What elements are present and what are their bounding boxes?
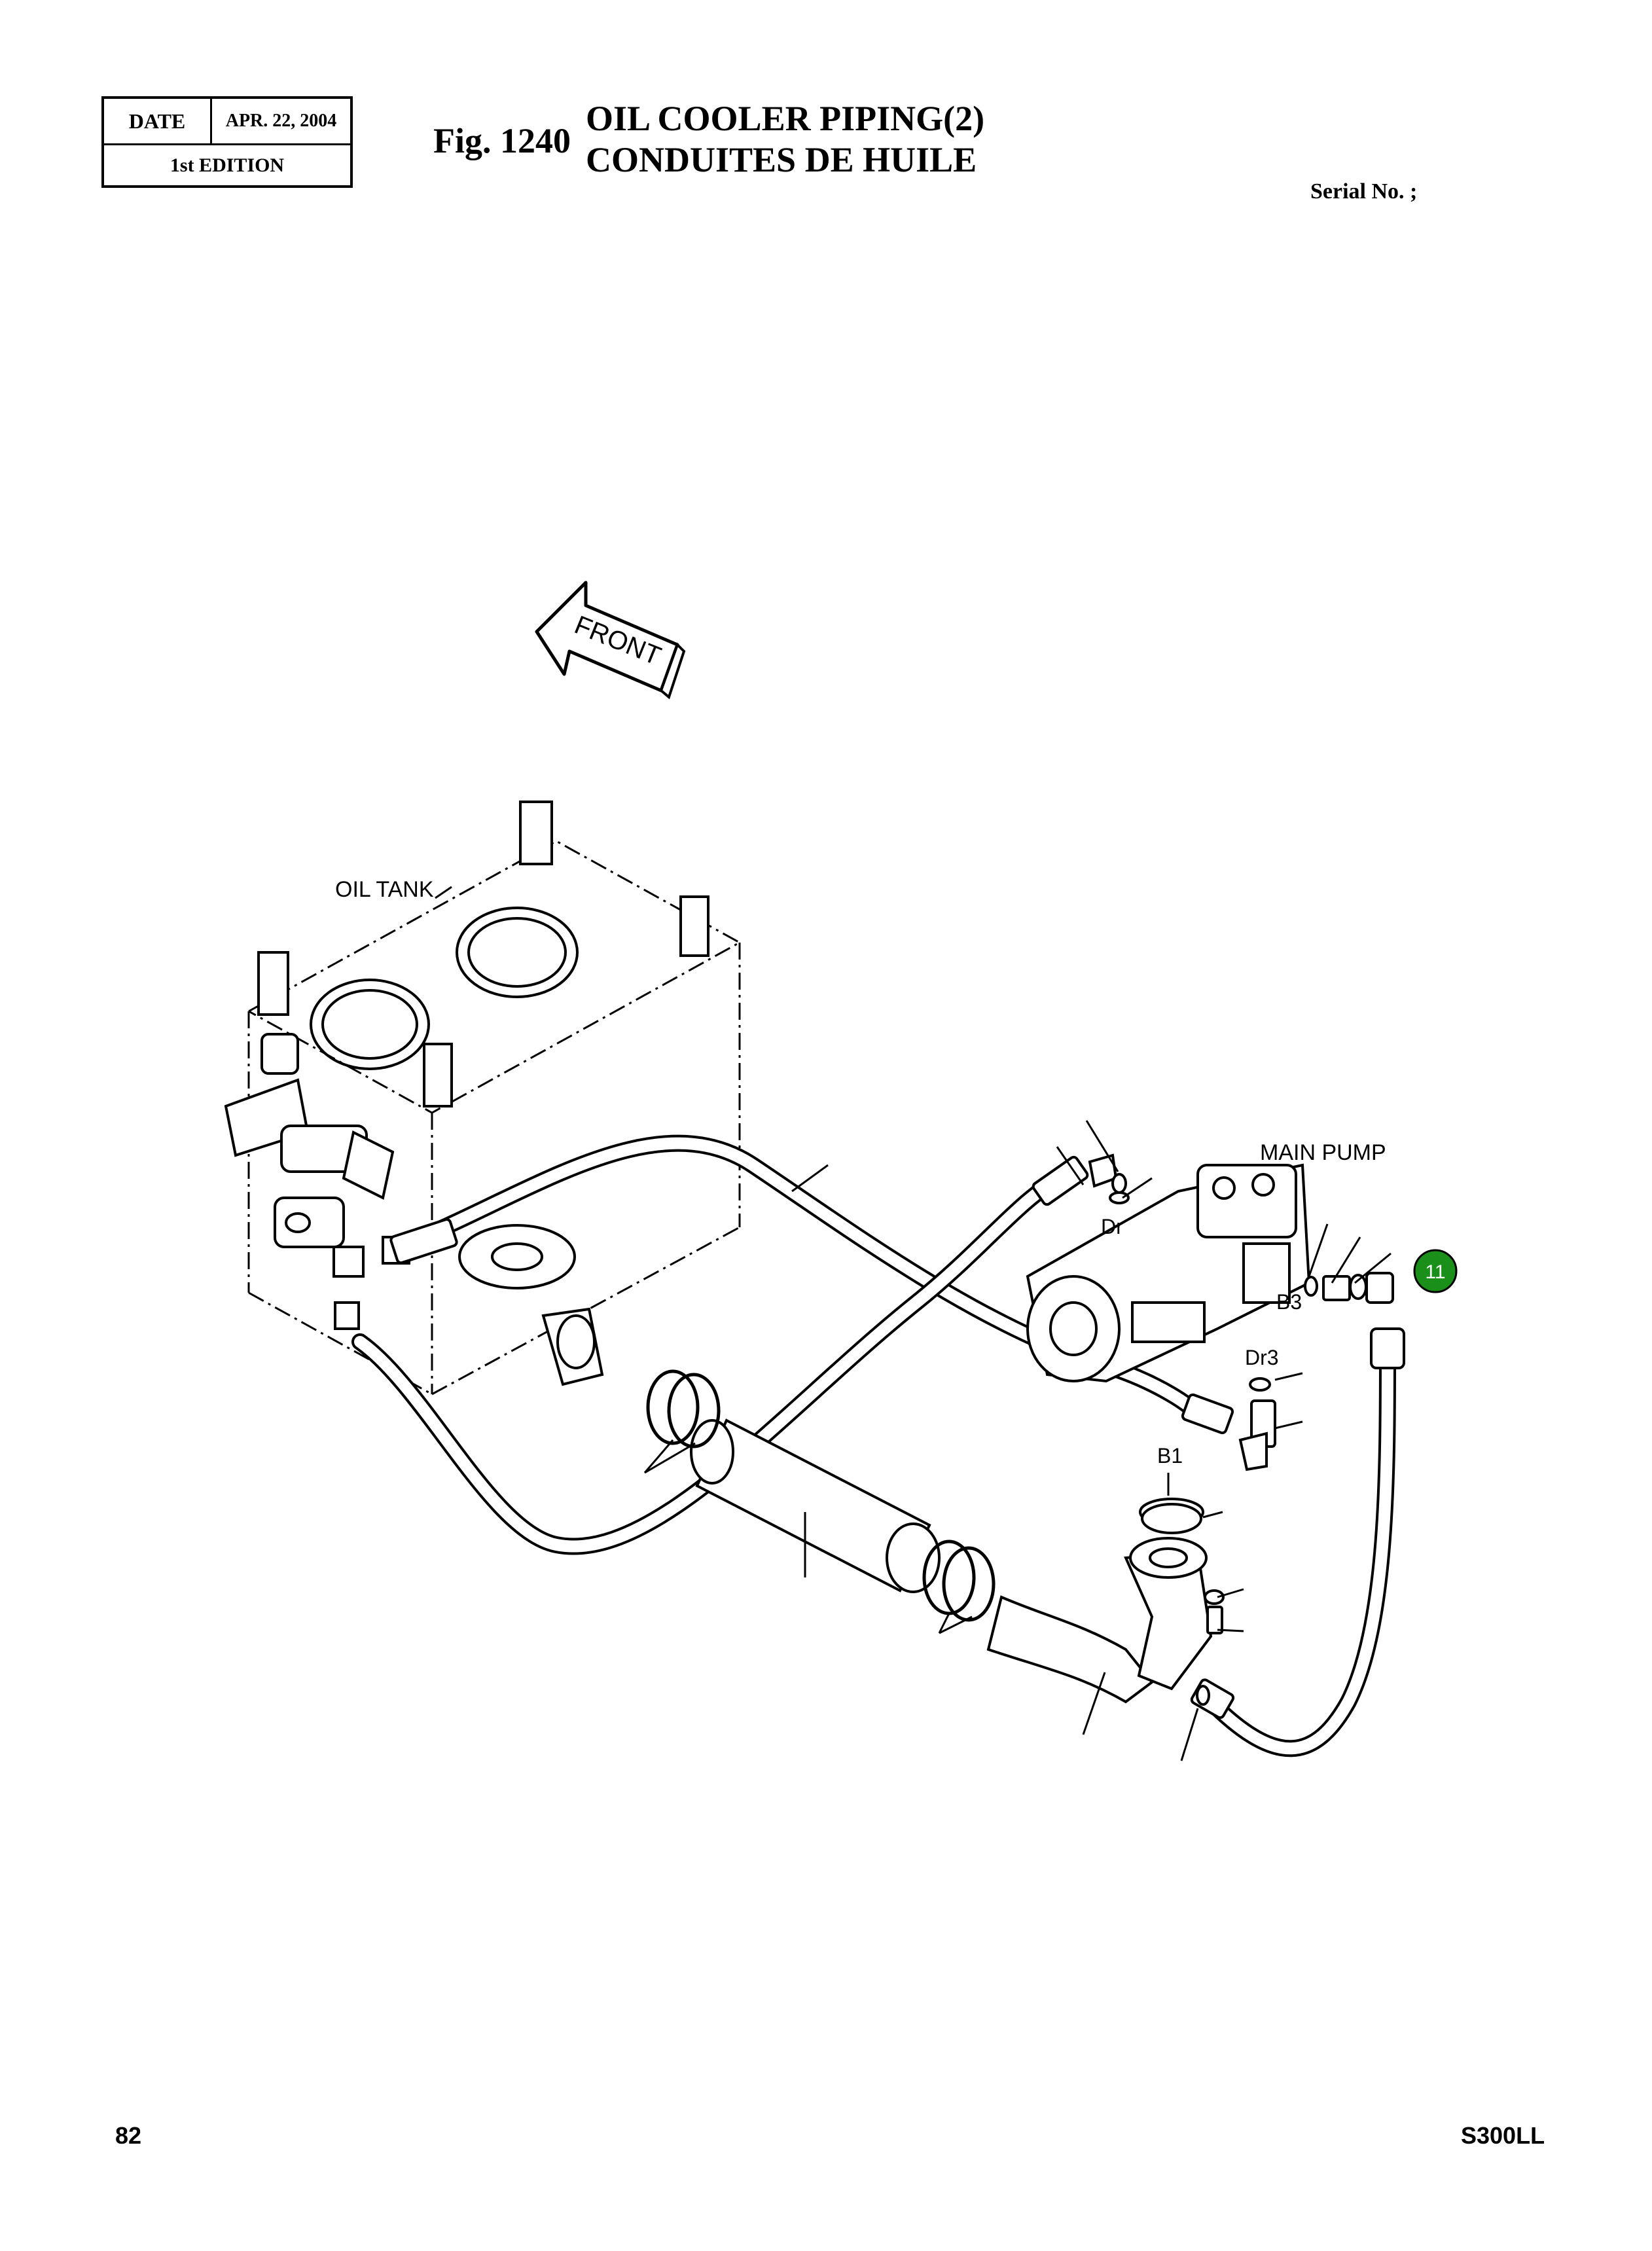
callout-11-label: 11 (1425, 1261, 1445, 1283)
callout-11[interactable]: 11 (1413, 1249, 1458, 1293)
port-label-dr: Dr (1101, 1215, 1123, 1238)
oil-tank-port-rings (310, 907, 579, 1289)
edition-label: 1st EDITION (170, 154, 285, 176)
date-edition-box: DATE APR. 22, 2004 1st EDITION (101, 96, 353, 188)
pump-port-fittings (1109, 1173, 1394, 1706)
title-french: CONDUITES DE HUILE (586, 140, 977, 179)
oil-tank (247, 840, 742, 1396)
suction-sleeve (541, 1307, 604, 1386)
model-name: S300LL (1461, 2122, 1545, 2149)
figure-number: Fig. 1240 (433, 121, 571, 160)
oil-tank-lifting-lugs (257, 801, 709, 1107)
oil-tank-label: OIL TANK (335, 877, 434, 902)
serial-number-label: Serial No. ; (1310, 179, 1418, 204)
cooler-hose-right (1202, 1340, 1396, 1757)
port-label-b1: B1 (1157, 1444, 1183, 1468)
page-number: 82 (115, 2122, 142, 2149)
date-label: DATE (104, 99, 212, 143)
tank-side-fittings (224, 1033, 410, 1330)
port-label-b3: B3 (1276, 1290, 1302, 1314)
date-value: APR. 22, 2004 (225, 111, 337, 131)
main-pump-label: MAIN PUMP (1260, 1140, 1386, 1165)
date-row: DATE APR. 22, 2004 (104, 99, 350, 145)
title-english: OIL COOLER PIPING(2) (586, 99, 985, 138)
suction-pipe (690, 1418, 1213, 1704)
port-label-dr3: Dr3 (1245, 1346, 1279, 1369)
leader-lines (643, 1120, 1392, 1761)
return-hose-lower (351, 1170, 1069, 1555)
return-hose-upper (397, 1134, 1206, 1422)
main-pump (1026, 1163, 1311, 1383)
front-arrow: FRONT (535, 581, 686, 700)
